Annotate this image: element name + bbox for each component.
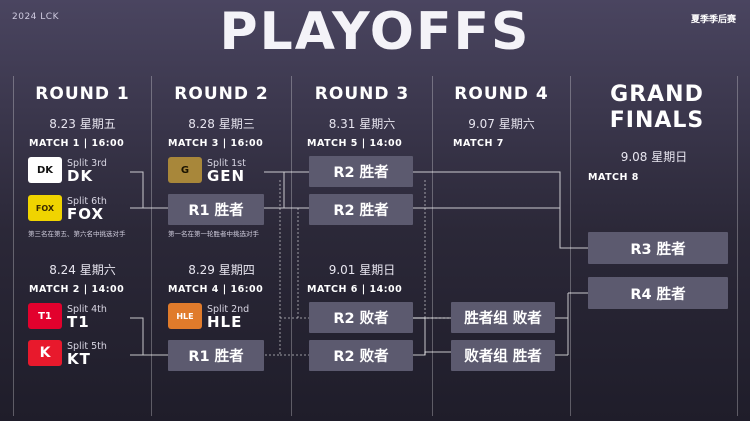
- team-seed: Split 2nd: [207, 304, 250, 315]
- gen-logo-icon: G: [168, 157, 202, 183]
- connector-line: [413, 317, 426, 355]
- round3-top-match: MATCH 5 | 14:00: [307, 138, 403, 149]
- connector-line: [555, 292, 588, 356]
- finals-r3-winner: R3 胜者: [588, 232, 728, 264]
- team-gen: G Split 1st GEN: [168, 157, 246, 185]
- column-divider: [291, 76, 292, 416]
- round3-r2-winner-2: R2 胜者: [309, 194, 413, 225]
- team-seed: Split 3rd: [67, 158, 107, 169]
- round3-header: ROUND 3: [314, 84, 410, 104]
- team-fox: FOX Split 6th FOX: [28, 195, 107, 223]
- round1-bottom-date: 8.24 星期六: [49, 263, 116, 277]
- round3-r2-loser-1: R2 败者: [309, 302, 413, 333]
- round1-top-date: 8.23 星期五: [49, 117, 116, 131]
- column-divider: [432, 76, 433, 416]
- team-seed: Split 1st: [207, 158, 246, 169]
- team-name: DK: [67, 167, 94, 185]
- team-name: GEN: [207, 167, 246, 185]
- lck-logo: 2024 LCK: [12, 12, 59, 22]
- finals-r4-winner: R4 胜者: [588, 277, 728, 309]
- round2-top-date: 8.28 星期三: [188, 117, 255, 131]
- connector-line: [130, 171, 168, 209]
- team-name: FOX: [67, 205, 105, 223]
- hle-logo-icon: HLE: [168, 303, 202, 329]
- round1-top-match: MATCH 1 | 16:00: [29, 138, 125, 149]
- round2-top-r1-winner: R1 胜者: [168, 194, 264, 225]
- round3-r2-loser-2: R2 败者: [309, 340, 413, 371]
- loser-dashed-line: [264, 180, 281, 356]
- team-seed: Split 4th: [67, 304, 107, 315]
- finals-date: 9.08 星期日: [620, 150, 688, 164]
- round2-note: 第一名在第一轮胜者中挑选对手: [168, 230, 259, 238]
- round3-top-date: 8.31 星期六: [328, 117, 396, 131]
- round1-note: 第三名在第五、第六名中挑选对手: [28, 230, 126, 238]
- column-divider: [13, 76, 14, 416]
- team-dk: DK Split 3rd DK: [28, 157, 107, 185]
- connector-line: [413, 171, 588, 249]
- finals-match: MATCH 8: [588, 172, 639, 183]
- round4-match: MATCH 7: [453, 138, 504, 149]
- team-kt: K Split 5th KT: [28, 340, 107, 368]
- connector-line: [264, 171, 309, 209]
- fox-logo-icon: FOX: [28, 195, 62, 221]
- round4-header: ROUND 4: [454, 84, 549, 104]
- team-seed: Split 6th: [67, 196, 107, 207]
- page-title: PLAYOFFS: [219, 2, 531, 62]
- round4-date: 9.07 星期六: [468, 117, 535, 131]
- column-divider: [151, 76, 152, 416]
- column-divider: [737, 76, 738, 416]
- round3-bottom-date: 9.01 星期日: [328, 263, 396, 277]
- team-name: KT: [67, 350, 91, 368]
- column-divider: [570, 76, 571, 416]
- round2-bottom-date: 8.29 星期四: [188, 263, 255, 277]
- round2-header: ROUND 2: [174, 84, 269, 104]
- kt-logo-icon: K: [28, 340, 62, 366]
- grand-finals-header: GRAND FINALS: [609, 82, 705, 133]
- team-name: T1: [67, 313, 90, 331]
- connector-line: [130, 317, 168, 356]
- loser-dashed-line: [280, 317, 309, 356]
- round4-lower-winner: 败者组 胜者: [451, 340, 555, 371]
- round2-top-match: MATCH 3 | 16:00: [168, 138, 264, 149]
- dk-logo-icon: DK: [28, 157, 62, 183]
- round2-bottom-r1-winner: R1 胜者: [168, 340, 264, 371]
- t1-logo-icon: T1: [28, 303, 62, 329]
- round3-r2-winner-1: R2 胜者: [309, 156, 413, 187]
- round4-upper-loser: 胜者组 败者: [451, 302, 555, 333]
- team-name: HLE: [207, 313, 243, 331]
- team-seed: Split 5th: [67, 341, 107, 352]
- round1-bottom-match: MATCH 2 | 14:00: [29, 284, 125, 295]
- team-t1: T1 Split 4th T1: [28, 303, 107, 331]
- connector-line: [413, 317, 451, 356]
- team-hle: HLE Split 2nd HLE: [168, 303, 250, 331]
- round1-header: ROUND 1: [35, 84, 130, 104]
- round2-bottom-match: MATCH 4 | 16:00: [168, 284, 264, 295]
- round3-bottom-match: MATCH 6 | 14:00: [307, 284, 403, 295]
- playoffs-subtitle: 夏季季后赛: [690, 15, 736, 25]
- loser-dashed-line: [424, 180, 451, 319]
